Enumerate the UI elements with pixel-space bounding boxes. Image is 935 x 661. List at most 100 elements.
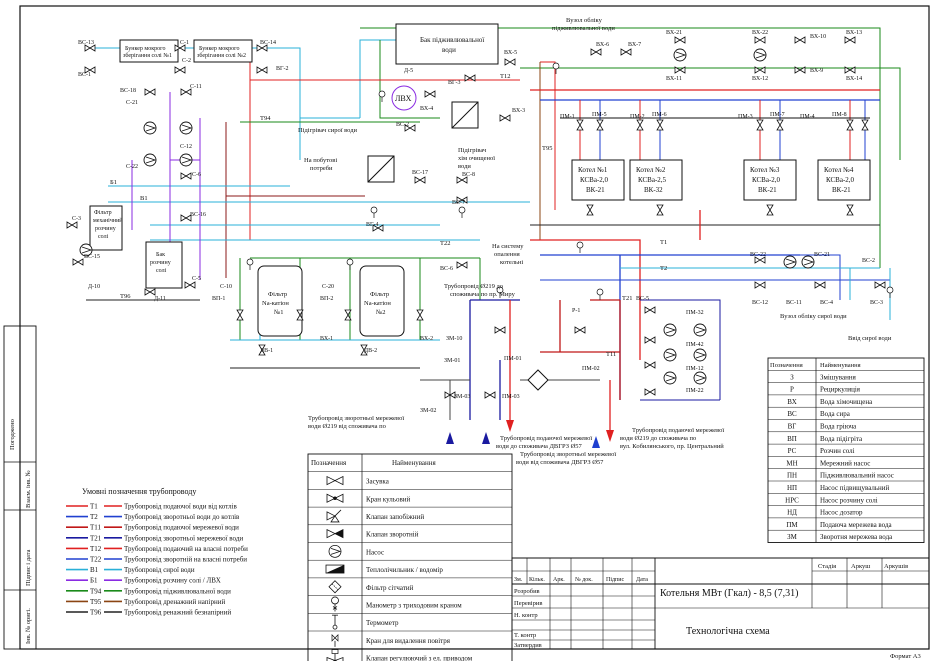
tag: ВГ-3 bbox=[448, 80, 460, 86]
symbol-name: Клапан запобіжний bbox=[366, 513, 424, 521]
pipe-purple-b1 bbox=[131, 92, 201, 280]
symbol-name: Теплолічильник / водомір bbox=[366, 566, 443, 574]
label-pipe-kob: Трубопровід подаючої мережевої bbox=[632, 427, 724, 434]
tag: ВС-16 bbox=[190, 212, 206, 218]
legend-text: Трубопровід подаючої води від котлів bbox=[124, 503, 238, 511]
tag: С-21 bbox=[126, 100, 138, 106]
tag: ВС-3 bbox=[870, 300, 883, 306]
legend-text: Трубопровід зворотній на власні потреби bbox=[124, 556, 247, 564]
pipe-tag-b1: В1 bbox=[140, 195, 148, 202]
label-heating-2: опалення bbox=[494, 251, 520, 258]
label-heating-3: котельні bbox=[500, 259, 523, 266]
label-pipe-return: Трубопровід зворотньої мережевої bbox=[308, 415, 404, 422]
pipe-green-mid bbox=[379, 40, 901, 160]
symbol-air-icon bbox=[331, 634, 339, 647]
tag: ВХ-5 bbox=[504, 50, 517, 56]
tb-col-doc: № док. bbox=[575, 577, 593, 583]
tag: ВХ-2 bbox=[420, 336, 433, 342]
legend-text: Трубопровід подаючої мережевої води bbox=[124, 524, 239, 532]
tag: С-10 bbox=[220, 284, 232, 290]
na-filter-2: Фільтр Na-катіон №2 bbox=[359, 265, 405, 337]
boiler-2: Котел №2 КСВа-2,5 ВК-32 bbox=[629, 159, 683, 201]
abbr-code: З bbox=[790, 373, 794, 381]
label-pipe-kob-2: води Ø219 до споживача по bbox=[620, 435, 696, 442]
abbr-code: ЗМ bbox=[787, 533, 798, 541]
boiler-3: Котел №3 КСВа-2,0 ВК-21 bbox=[743, 159, 797, 201]
legend-code: Т11 bbox=[90, 524, 102, 532]
tb-sheet: Аркуш bbox=[851, 563, 870, 570]
format-label: Формат А3 bbox=[890, 653, 921, 660]
tag: ВХ-3 bbox=[512, 108, 525, 114]
tag: ВХ-13 bbox=[846, 30, 862, 36]
label: Бак підживлювальної bbox=[420, 36, 484, 44]
tag: ПМ-22 bbox=[686, 388, 704, 394]
pipe-tags: Т1 Т2 Т11 Т21 Т12 Т22 В1 Б1 Т94 Т95 Т96 bbox=[110, 73, 667, 358]
tag: ПМ-12 bbox=[686, 366, 704, 372]
label-raw-input: Ввід сирої води bbox=[848, 335, 892, 342]
title-block: Зм. Кільк. Арк. № док. Підпис Дата Розро… bbox=[511, 557, 930, 650]
tag: ВХ-12 bbox=[752, 76, 768, 82]
label-pipe-return-2: води Ø219 від споживача по bbox=[308, 423, 386, 430]
tb-project-name: Котельня МВт (Гкал) - 8,5 (7,31) bbox=[660, 588, 798, 599]
pipe-b1-right bbox=[620, 267, 891, 320]
abbr-code: ВХ bbox=[787, 398, 797, 406]
label: КСВа-2,0 bbox=[580, 176, 609, 184]
boiler-1: Котел №1 КСВа-2,0 ВК-21 bbox=[571, 159, 625, 201]
lvx-tank: ЛВХ bbox=[391, 85, 417, 111]
label-pipe-dvgrz-r2: води від споживача ДВГРЗ Ø57 bbox=[516, 459, 604, 466]
tb-col-sign: Підпис bbox=[606, 577, 624, 583]
network-filter bbox=[527, 369, 549, 391]
label-pipe-dvgrz-s2: води до споживача ДВГРЗ Ø57 bbox=[496, 443, 583, 450]
tag: ВС-22 bbox=[750, 252, 766, 258]
legend-code: Б1 bbox=[90, 577, 98, 585]
label: механічний bbox=[93, 217, 123, 224]
tag: ПМ-6 bbox=[652, 112, 667, 118]
boiler-4: Котел №4 КСВа-2,0 ВК-21 bbox=[817, 159, 871, 201]
label: ВК-21 bbox=[832, 186, 851, 194]
tag: ВГ-2 bbox=[276, 66, 288, 72]
label: Бункер мокрого bbox=[125, 46, 165, 52]
raw-water-heater: Підігрівач сирої води bbox=[298, 101, 479, 134]
label: Фільтр bbox=[94, 210, 112, 216]
abbr-name: Вода підігріта bbox=[820, 435, 863, 443]
tag: ВС-14 bbox=[260, 40, 276, 46]
tag: ВС-11 bbox=[786, 300, 802, 306]
tb-role-check: Перевірив bbox=[514, 600, 542, 607]
tag: С-6 bbox=[192, 172, 201, 178]
abbr-code: НП bbox=[787, 484, 797, 492]
label: Котел №1 bbox=[578, 166, 608, 174]
tb-sheets: Аркушів bbox=[884, 563, 908, 570]
tag: С-12 bbox=[180, 144, 192, 150]
tb-sheet-title: Технологічна схема bbox=[686, 626, 770, 637]
symbol-name: Клапан регулюючий з ел. приводом bbox=[366, 655, 473, 661]
tag: ПМ-32 bbox=[686, 310, 704, 316]
symbol-name: Клапан зворотній bbox=[366, 531, 419, 539]
label: Підігрівач сирої води bbox=[298, 127, 358, 134]
pipe-tag-t95: Т95 bbox=[542, 145, 552, 152]
label-meter-top: Вузол обліку bbox=[566, 17, 603, 24]
tb-stage: Стадія bbox=[818, 563, 836, 570]
tag: ВС-1 bbox=[78, 72, 91, 78]
bunker-2: Бункер мокрого зберігання солі №2 bbox=[193, 39, 253, 63]
abbr-code: ВП bbox=[787, 435, 797, 443]
legend-code: Т12 bbox=[90, 545, 102, 553]
tag: ВС-18 bbox=[120, 88, 136, 94]
abbr-code: ПМ bbox=[786, 521, 798, 529]
label: Фільтр bbox=[268, 291, 287, 298]
label: Котел №4 bbox=[824, 166, 854, 174]
pipe-boiler-risers-red bbox=[579, 100, 851, 160]
pipe-tag-t94: Т94 bbox=[260, 115, 271, 122]
pipe-tag-t1: Т1 bbox=[660, 239, 667, 246]
tag: ПМ-5 bbox=[592, 112, 607, 118]
symbol-valve-icon bbox=[326, 475, 344, 486]
salt-tank: Бак розчину солі bbox=[145, 241, 183, 289]
legend-text: Трубопровід сирої води bbox=[124, 566, 195, 574]
pipe-t2-right bbox=[540, 254, 890, 300]
legend-code: Т95 bbox=[90, 598, 102, 606]
